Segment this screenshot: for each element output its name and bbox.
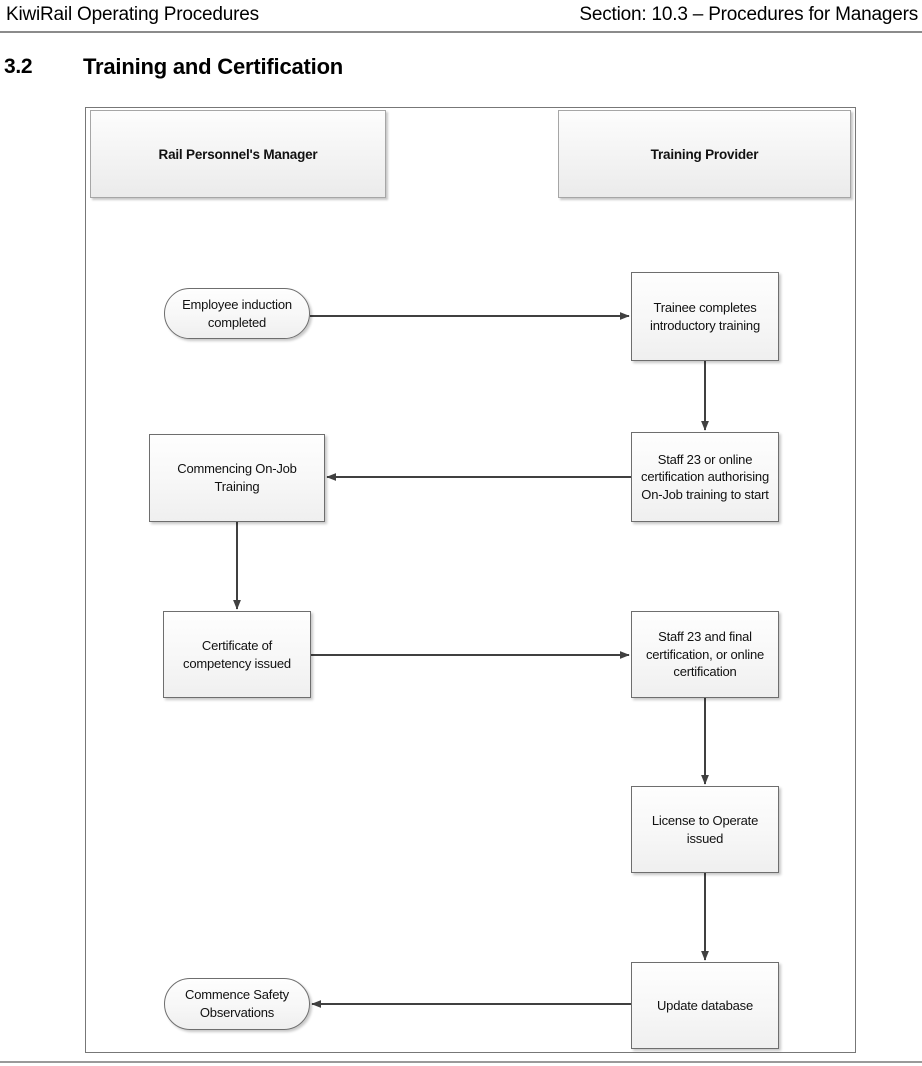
lane-header-label: Training Provider: [650, 146, 759, 162]
node-label: Trainee completes introductory training: [650, 299, 760, 333]
node-update-database[interactable]: Update database: [631, 962, 779, 1049]
node-certificate-of-competency-issued[interactable]: Certificate of competency issued: [163, 611, 311, 698]
node-staff-23-or-online-certification[interactable]: Staff 23 or online certification authori…: [631, 432, 779, 522]
page-title: Training and Certification: [83, 54, 344, 79]
flowchart-frame: [85, 107, 856, 1053]
node-trainee-completes-introductory-training[interactable]: Trainee completes introductory training: [631, 272, 779, 361]
page-header: KiwiRail Operating Procedures Section: 1…: [0, 0, 922, 34]
node-commence-safety-observations[interactable]: Commence Safety Observations: [164, 978, 310, 1030]
lane-header-rail-personnels-manager: Rail Personnel's Manager: [90, 110, 386, 198]
lane-header-label: Rail Personnel's Manager: [158, 146, 318, 162]
lane-header-training-provider: Training Provider: [558, 110, 851, 198]
node-staff-23-and-final-certification[interactable]: Staff 23 and final certification, or onl…: [631, 611, 779, 698]
node-label: Certificate of competency issued: [183, 637, 291, 671]
node-label: Commence Safety Observations: [185, 987, 289, 1020]
node-label: Update database: [656, 997, 754, 1013]
node-label: Employee induction completed: [182, 296, 292, 330]
header-document-title: KiwiRail Operating Procedures: [6, 4, 259, 25]
node-employee-induction[interactable]: Employee induction completed: [164, 288, 310, 339]
section-number: 3.2: [4, 55, 33, 78]
node-license-to-operate-issued[interactable]: License to Operate issued: [631, 786, 779, 873]
node-label: Commencing On-Job Training: [177, 461, 297, 494]
node-commencing-on-job-training[interactable]: Commencing On-Job Training: [149, 434, 325, 522]
node-label: License to Operate issued: [651, 812, 759, 846]
footer-divider-rule: [0, 1061, 922, 1063]
header-section-reference: Section: 10.3 – Procedures for Managers: [579, 4, 918, 25]
header-divider-rule: [0, 31, 922, 33]
node-label: Staff 23 or online certification authori…: [641, 451, 769, 502]
node-label: Staff 23 and final certification, or onl…: [645, 629, 765, 680]
